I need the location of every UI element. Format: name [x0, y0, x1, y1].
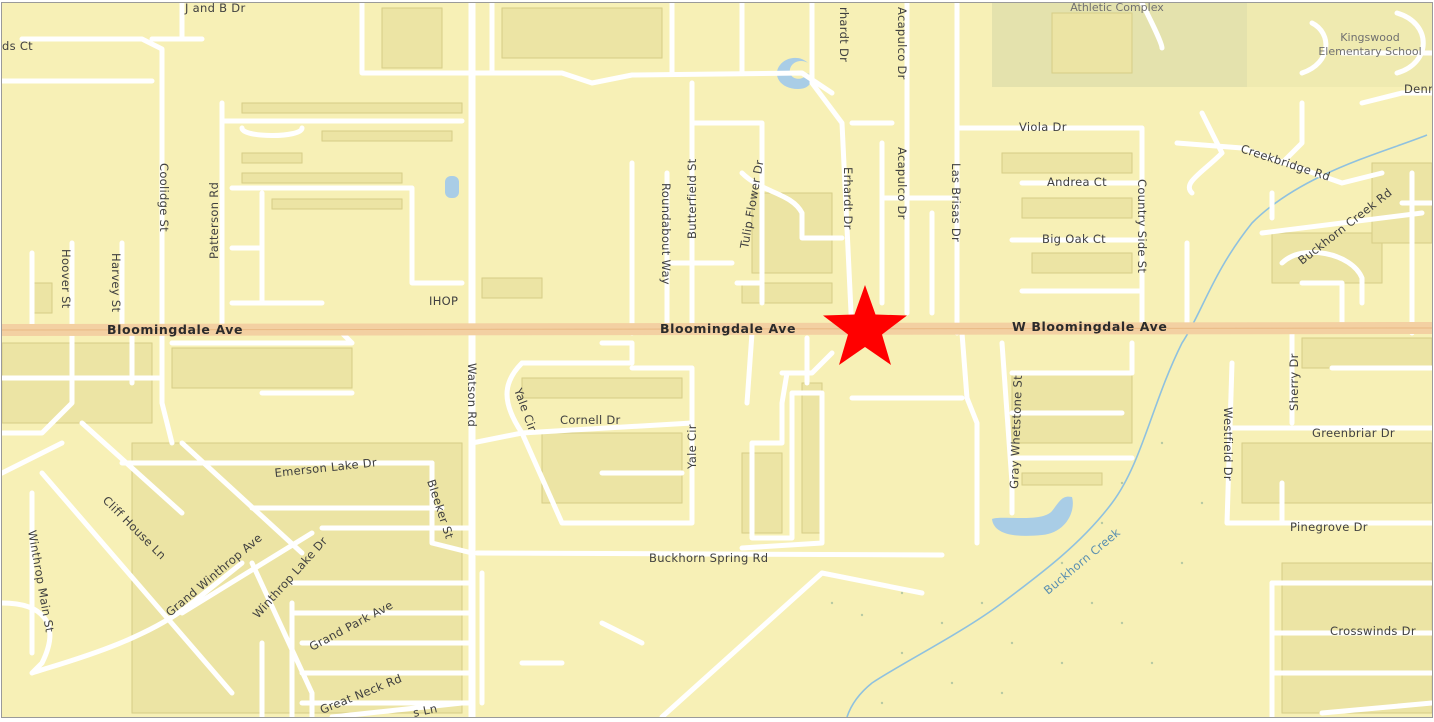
building-footprints	[2, 7, 1432, 714]
watson-rd-label: Watson Rd	[465, 363, 479, 427]
gray-whetstone-st-label: Gray Whetstone St	[1007, 375, 1025, 489]
bloomingdale-centerline	[2, 327, 1432, 331]
patterson-rd-label: Patterson Rd	[207, 182, 221, 259]
big-oak-ct-label: Big Oak Ct	[1042, 232, 1106, 246]
greenbriar-dr-label: Greenbriar Dr	[1312, 426, 1395, 440]
acapulco-dr-top-label: Acapulco Dr	[895, 7, 909, 80]
star-icon[interactable]	[823, 285, 907, 365]
coolidge-st-label: Coolidge St	[157, 163, 171, 232]
buckhorn-spring-rd-label: Buckhorn Spring Rd	[649, 551, 768, 565]
local-roads	[2, 3, 1432, 717]
erhardt-dr-label: Erhardt Dr	[841, 167, 855, 230]
pond-south	[992, 496, 1073, 536]
pond-north	[776, 57, 811, 89]
j-and-b-dr-label: J and B Dr	[184, 3, 245, 15]
country-side-st-label: Country Side St	[1135, 179, 1149, 273]
athletic-complex-label: Athletic Complex	[1070, 3, 1164, 14]
hoover-st-label: Hoover St	[59, 249, 73, 309]
denn-label: Denn	[1404, 82, 1432, 96]
bloomingdale-ave-center-label: Bloomingdale Ave	[660, 321, 796, 336]
yale-cir-east-label: Yale Cir	[685, 424, 699, 470]
ds-ct-label: ds Ct	[2, 39, 33, 53]
erhardt-dr-top-label: rhardt Dr	[837, 7, 851, 62]
viola-dr-label: Viola Dr	[1019, 120, 1067, 134]
marsh-area	[830, 441, 1204, 705]
cornell-dr-label: Cornell Dr	[560, 413, 621, 427]
acapulco-dr-label: Acapulco Dr	[895, 147, 909, 220]
pond-small	[445, 176, 459, 198]
westfield-dr-label: Westfield Dr	[1221, 407, 1235, 481]
sherry-dr-label: Sherry Dr	[1287, 353, 1301, 411]
w-bloomingdale-ave-label: W Bloomingdale Ave	[1012, 319, 1167, 334]
harvey-st-label: Harvey St	[109, 253, 123, 312]
ihop-label: IHOP	[429, 294, 458, 308]
bloomingdale-ave-west-label: Bloomingdale Ave	[107, 322, 243, 337]
creekbridge-rd-label: Creekbridge Rd	[1239, 142, 1332, 184]
school-label-line1: Kingswood	[1340, 31, 1399, 44]
buckhorn-creek-line	[846, 134, 1428, 717]
pinegrove-dr-label: Pinegrove Dr	[1290, 520, 1368, 534]
roundabout-way-label: Roundabout Way	[659, 183, 673, 285]
crosswinds-dr-label: Crosswinds Dr	[1330, 624, 1416, 638]
map-canvas: Athletic Complex Kingswood Elementary Sc…	[2, 3, 1432, 717]
s-ln-label: s Ln	[412, 701, 439, 717]
las-brisas-dr-label: Las Brisas Dr	[949, 163, 963, 242]
school-label-line2: Elementary School	[1318, 45, 1421, 58]
andrea-ct-label: Andrea Ct	[1047, 175, 1107, 189]
butterfield-st-label: Butterfield St	[685, 158, 699, 239]
